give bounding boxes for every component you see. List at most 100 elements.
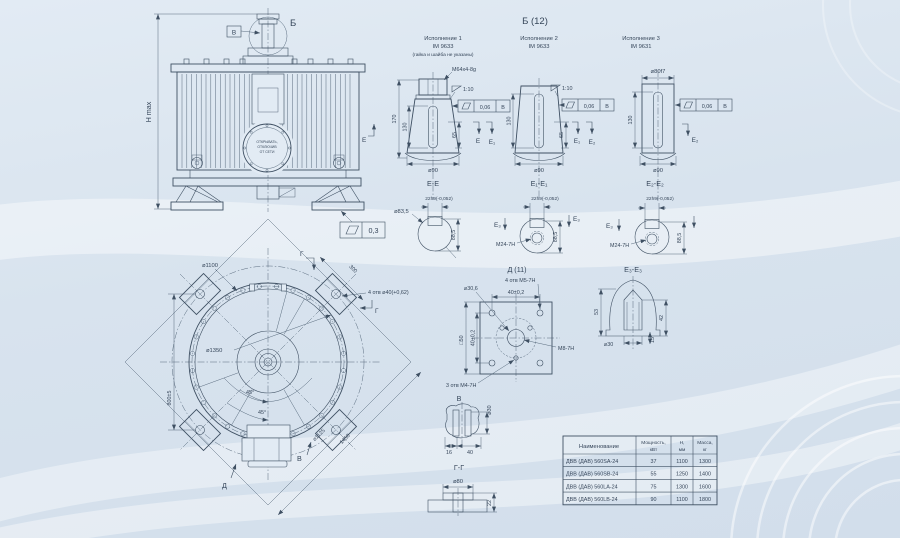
row3-power: 90 [651, 497, 657, 503]
dim-16: 16 [446, 450, 452, 456]
dim-dia80: ⌀80 [453, 479, 463, 485]
lifting-lugs [191, 154, 345, 169]
view-v-title: В [457, 394, 462, 403]
dim-42: 42 [659, 315, 665, 321]
row1-name: ДВВ (ДАВ) 560SB-24 [566, 472, 618, 478]
dim-15: 15 [650, 337, 656, 343]
dim-170: 170 [392, 115, 398, 124]
row2-h: 1300 [676, 484, 688, 490]
table-row: ДВВ (ДАВ) 560SB-24 55 1250 1400 [566, 472, 711, 478]
row1-h: 1250 [676, 472, 688, 478]
detail-b-label: Б [290, 18, 296, 29]
table-row: ДВВ (ДАВ) 560SA-24 37 1100 1300 [566, 459, 711, 465]
flange-view: 4 отв М5-7Н ⌀30,6 40±0,2 □50 40±0,2 М8-7… [446, 278, 574, 389]
row0-name: ДВВ (ДАВ) 560SA-24 [566, 459, 618, 465]
section-ee-circle: 22h9(-0,052) ⌀83,5 88,5 [394, 196, 461, 259]
section-e2-title: Е₂-Е₂ [646, 179, 664, 188]
table-row: ДВВ (ДАВ) 560LA-24 75 1300 1600 [566, 484, 711, 490]
table-row: ДВВ (ДАВ) 560LB-24 90 1100 1800 [566, 497, 711, 503]
arrow-d-label: Д [222, 481, 227, 490]
dia-1100-label: ⌀1100 [202, 263, 218, 269]
dia-90-v3: ⌀90 [653, 168, 663, 174]
m24-label-2: М24-7Н [610, 243, 629, 249]
shaft-cross-sections: 22h9(-0,052) ⌀83,5 88,5 22h9(-0,052) М24… [394, 196, 697, 274]
dia-90-v2: ⌀90 [534, 168, 544, 174]
version3-im: IM 9631 [631, 44, 652, 50]
arrow-e1: Е₁ [489, 139, 495, 146]
version2-title: Исполнение 2 [520, 36, 558, 42]
tol-datum-v2: В [605, 104, 609, 110]
col-header-name: Наименование [579, 444, 619, 450]
angle-45-1: 45° [246, 390, 254, 396]
col-header-power1: Мощность, [641, 440, 665, 446]
row0-h: 1100 [676, 459, 688, 465]
arrow-g-top: Г [300, 251, 304, 258]
section-e2-circle: 22h9(-0,052) М24-7Н 88,5 Е₃ [606, 196, 697, 255]
row0-power: 37 [651, 459, 657, 465]
dim-130: 130 [403, 123, 409, 132]
dim-885-3: 88,5 [677, 233, 683, 244]
col-header-mass2: кг [703, 448, 707, 453]
version1-note: (гайка и шайба не указаны) [412, 51, 473, 58]
view-v-callout: В [232, 30, 236, 37]
row2-mass: 1600 [699, 484, 711, 490]
foot-left [170, 201, 224, 211]
col-header-h2: мм [679, 448, 686, 453]
section-g-arrows: Г Г [300, 251, 379, 315]
row1-power: 55 [651, 472, 657, 478]
dim-65-v2: 65 [559, 132, 565, 138]
m8-label: М8-7Н [558, 346, 574, 352]
section-gg-title: Г-Г [454, 463, 464, 472]
row3-h: 1100 [676, 497, 688, 503]
view-v: В ⌀30 16 40 [444, 394, 493, 456]
arrow-e3-left-1: Е₃ [494, 222, 501, 229]
keyway-dim-3: 22h9(-0,052) [646, 196, 674, 202]
keyway-dim-1: 22h9(-0,052) [425, 196, 453, 202]
dim-130-v3: 130 [628, 116, 634, 125]
warning-line1: ОТКРЫВАТЬ, [256, 140, 277, 144]
version-2: Исполнение 2 IM 9633 130 65 1:10 0,06 В [507, 36, 615, 200]
version2-im: IM 9633 [529, 44, 550, 50]
dim-65: 65 [452, 132, 458, 138]
dia-80f7: ⌀80f7 [651, 69, 666, 75]
section-e3-view: 53 42 ⌀30 15 [594, 276, 669, 350]
motor-top-view: ⌀1100 ⌀1350 300 4 отв ⌀40(+0,62) Г Г 800… [124, 218, 422, 516]
section-e1-circle: 22h9(-0,052) М24-7Н 88,5 Е₃ Е₃ [494, 196, 580, 254]
dim-53: 53 [594, 309, 600, 315]
section-ee-title: Е-Е [427, 179, 439, 188]
keyway-dim-2: 22h9(-0,052) [531, 196, 559, 202]
dim-dia30-viewv: ⌀30 [487, 405, 493, 414]
row2-name: ДВВ (ДАВ) 560LA-24 [566, 484, 618, 490]
taper-1-10-v2: 1:10 [562, 86, 573, 92]
m5-holes-label: 4 отв М5-7Н [505, 278, 535, 284]
row0-mass: 1300 [699, 459, 711, 465]
dim-885-2: 88,5 [553, 232, 559, 243]
detail-b-circle [248, 16, 288, 56]
dia-90: ⌀90 [428, 168, 438, 174]
section-gg: Г-Г ⌀80 22 [427, 463, 497, 516]
arrow-v-label: В [297, 454, 302, 463]
shaft-versions-group: Б (12) Исполнение 1 IM 9633 (гайка и шай… [392, 16, 733, 200]
arrow-e1-v2: Е₁ [574, 138, 580, 145]
warning-line3: ОТ СЕТИ [260, 150, 275, 154]
section-e1-title: Е₁-Е₁ [531, 179, 548, 188]
holes-40-label: 4 отв ⌀40(+0,62) [368, 290, 409, 296]
dia-835: ⌀83,5 [394, 209, 409, 215]
col-header-h1: Н, [680, 440, 685, 446]
foot-right [311, 201, 365, 211]
dim-130-v2: 130 [507, 117, 513, 126]
dia-306-label: ⌀30,6 [464, 286, 478, 292]
dia-1350-label: ⌀1350 [206, 348, 222, 354]
angle-45-2: 45° [258, 410, 266, 416]
section-e3-title: Е₃-Е₃ [624, 265, 642, 274]
version3-title: Исполнение 3 [622, 36, 660, 42]
dim-dia30-cone: ⌀30 [604, 342, 613, 348]
row1-mass: 1400 [699, 472, 711, 478]
arrow-g-right: Г [375, 308, 379, 315]
flange-view-title: Д (11) [507, 265, 526, 274]
version1-title: Исполнение 1 [424, 36, 462, 42]
dim-300: 300 [347, 264, 358, 275]
tol-value-v3: 0,06 [702, 104, 713, 110]
row3-name: ДВВ (ДАВ) 560LB-24 [566, 497, 618, 503]
